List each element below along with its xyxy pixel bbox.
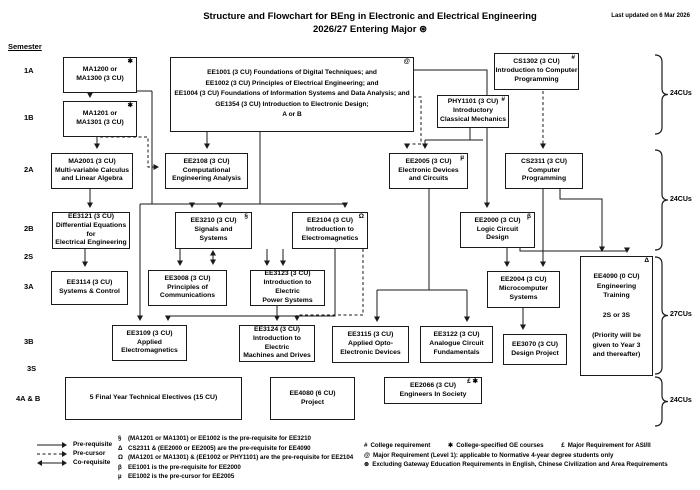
- semester-2b: 2B: [24, 224, 34, 233]
- at-symbol-icon: @: [403, 58, 410, 65]
- cu-total-year2: 24CUs: [670, 196, 692, 203]
- star-symbol-icon: ✱: [448, 442, 454, 449]
- beta-symbol-icon: β: [118, 463, 122, 471]
- semester-3s: 3S: [27, 364, 37, 373]
- pound-symbol-icon: £: [561, 442, 565, 449]
- section-symbol-icon: §: [244, 213, 248, 220]
- course-box-final-year-electives: 5 Final Year Technical Electives (15 CU): [65, 377, 242, 420]
- hash-symbol-icon: #: [364, 442, 368, 449]
- arrow-legend: Pre-requisite Pre-cursor Co-requisite: [36, 440, 112, 467]
- legend-precursor: Pre-cursor: [73, 450, 106, 457]
- page-title: Structure and Flowchart for BEng in Elec…: [60, 10, 680, 37]
- cu-total-year1: 24CUs: [670, 90, 692, 97]
- legend-prerequisite: Pre-requisite: [73, 441, 113, 448]
- course-box-ee4080: EE4080 (6 CU)Project: [270, 377, 355, 420]
- footnote-symbols-row: #College requirement ✱College-specified …: [364, 442, 651, 449]
- mu-symbol-icon: µ: [118, 473, 122, 481]
- course-box-ee3070: EE3070 (3 CU)Design Project: [503, 334, 567, 365]
- footnotes-prerequisites: §(MA1201 or MA1301) or EE1002 is the pre…: [118, 434, 353, 482]
- pre-requisite-arrow-icon: [37, 441, 67, 448]
- delta-symbol-icon: Δ: [644, 257, 649, 264]
- college-ge-star-icon: ✱: [127, 58, 133, 65]
- footnote-section: §(MA1201 or MA1301) or EE1002 is the pre…: [118, 435, 311, 442]
- semester-2s: 2S: [24, 252, 34, 261]
- mu-symbol-icon: µ: [460, 154, 464, 161]
- last-updated: Last updated on 6 Mar 2026: [611, 13, 690, 19]
- college-requirement-hash-icon: #: [571, 54, 575, 61]
- omega-symbol-icon: Ω: [118, 454, 123, 462]
- title-line1: Structure and Flowchart for BEng in Elec…: [203, 11, 537, 22]
- footnote-circled-star: ⊛Excluding Gateway Education Requirement…: [364, 461, 668, 469]
- course-box-ee3114: EE3114 (3 CU)Systems & Control: [51, 271, 128, 305]
- cu-total-year3: 27CUs: [670, 311, 692, 318]
- co-requisite-arrow-icon: [37, 459, 67, 466]
- course-box-ee3115: EE3115 (3 CU)Applied Opto-Electronic Dev…: [332, 326, 409, 363]
- footnote-at: @Major Requirement (Level 1): applicable…: [364, 451, 614, 459]
- cu-total-year4: 24CUs: [670, 397, 692, 404]
- course-box-ee2066: £ ✱ EE2066 (3 CU)Engineers In Society: [384, 377, 482, 404]
- legend-corequisite: Co-requisite: [73, 459, 111, 466]
- semester-1a: 1A: [24, 66, 34, 75]
- semester-2a: 2A: [24, 165, 34, 174]
- delta-symbol-icon: Δ: [118, 444, 123, 452]
- cu-braces: [654, 54, 669, 427]
- footnote-omega: Ω(MA1201 or MA1301) & (EE1002 or PHY1101…: [118, 454, 354, 462]
- circled-asterisk-icon: ⊛: [364, 461, 370, 469]
- at-symbol-icon: @: [364, 451, 371, 459]
- section-symbol-icon: §: [118, 435, 122, 442]
- footnotes-requirements: #College requirement ✱College-specified …: [364, 441, 668, 470]
- omega-symbol-icon: Ω: [358, 213, 364, 220]
- title-line2: 2026/27 Entering Major ⊛: [312, 24, 428, 36]
- course-box-year1-core: @ EE1001 (3 CU) Foundations of Digital T…: [170, 57, 414, 132]
- college-requirement-hash-icon: #: [501, 96, 505, 103]
- semester-header: Semester: [8, 42, 42, 51]
- pre-cursor-arrow-icon: [37, 450, 67, 457]
- semester-4ab: 4A & B: [16, 394, 41, 403]
- semester-1b: 1B: [24, 113, 34, 122]
- college-ge-star-icon: ✱: [127, 102, 133, 109]
- semester-3a: 3A: [24, 282, 34, 291]
- pound-star-symbols-icon: £ ✱: [467, 378, 478, 385]
- semester-3b: 3B: [24, 337, 34, 346]
- beta-symbol-icon: β: [527, 213, 531, 220]
